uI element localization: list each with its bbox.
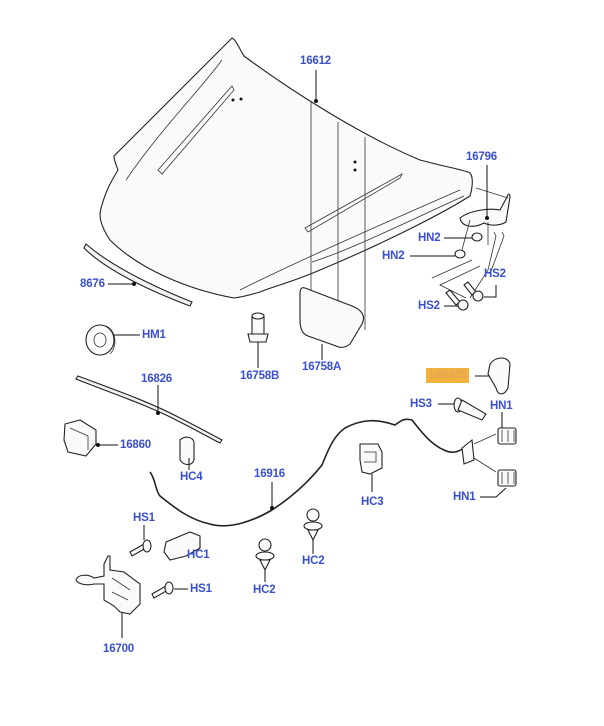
callout-hn2-lower[interactable]: HN2	[382, 250, 405, 262]
callout-hs2-left[interactable]: HS2	[418, 300, 440, 312]
callout-16826[interactable]: 16826	[141, 373, 172, 385]
clip-hc1-part	[163, 531, 201, 561]
callout-hs3[interactable]: HS3	[410, 398, 432, 410]
handle-screw-part	[453, 397, 487, 421]
callout-hc4[interactable]: HC4	[180, 471, 203, 483]
clip-hc2-right-part	[303, 508, 323, 542]
bumper-stop-part	[85, 324, 116, 356]
callout-16700[interactable]: 16700	[103, 643, 134, 655]
callout-hc3[interactable]: HC3	[361, 496, 384, 508]
hinge-part	[431, 187, 511, 299]
handle-nut-lower	[497, 469, 517, 487]
callout-16860[interactable]: 16860	[120, 439, 151, 451]
callout-hm1[interactable]: HM1	[142, 329, 166, 341]
callout-hs1-lower[interactable]: HS1	[190, 583, 212, 595]
callout-hn1-lower[interactable]: HN1	[453, 491, 476, 503]
release-handle-part	[487, 357, 511, 395]
prop-rod-part	[75, 375, 223, 444]
hinge-nut-upper	[471, 232, 483, 242]
release-cable	[149, 418, 465, 527]
clip-hc4-part	[179, 436, 195, 466]
latch-screw-upper	[129, 539, 152, 557]
callout-16b625-highlighted[interactable]: 16B625	[426, 368, 470, 383]
front-seal-strip	[83, 243, 193, 307]
hood-panel	[99, 37, 473, 299]
callout-hn1-upper[interactable]: HN1	[490, 400, 513, 412]
callout-16796[interactable]: 16796	[466, 151, 497, 163]
callout-16612[interactable]: 16612	[300, 55, 331, 67]
callout-hs1-upper[interactable]: HS1	[133, 512, 155, 524]
handle-bracket-part	[461, 433, 497, 473]
hinge-nut-lower	[454, 249, 466, 259]
callout-hc2-right[interactable]: HC2	[302, 555, 325, 567]
latch-part	[75, 555, 141, 615]
hinge-screw-left	[445, 289, 469, 311]
leader-hn1-lower	[480, 487, 507, 498]
callout-16916[interactable]: 16916	[254, 468, 285, 480]
handle-nut-upper	[497, 427, 517, 445]
stop-pad-part	[299, 287, 365, 348]
clip-hc2-left-part	[255, 538, 275, 572]
latch-screw-lower	[151, 581, 174, 599]
callout-hc1[interactable]: HC1	[187, 549, 210, 561]
clip-hc3-part	[359, 443, 383, 475]
callout-8676[interactable]: 8676	[80, 278, 105, 290]
prop-bracket-part	[63, 419, 97, 457]
stop-buffer-part	[247, 312, 269, 343]
hinge-screw-right	[463, 281, 484, 302]
callout-16758a[interactable]: 16758A	[302, 361, 342, 373]
callout-hs2-right[interactable]: HS2	[484, 268, 506, 280]
callout-hn2-upper[interactable]: HN2	[418, 232, 441, 244]
leader-hs2-right	[484, 285, 497, 298]
callout-16758b[interactable]: 16758B	[240, 370, 280, 382]
callout-hc2-left[interactable]: HC2	[253, 584, 276, 596]
